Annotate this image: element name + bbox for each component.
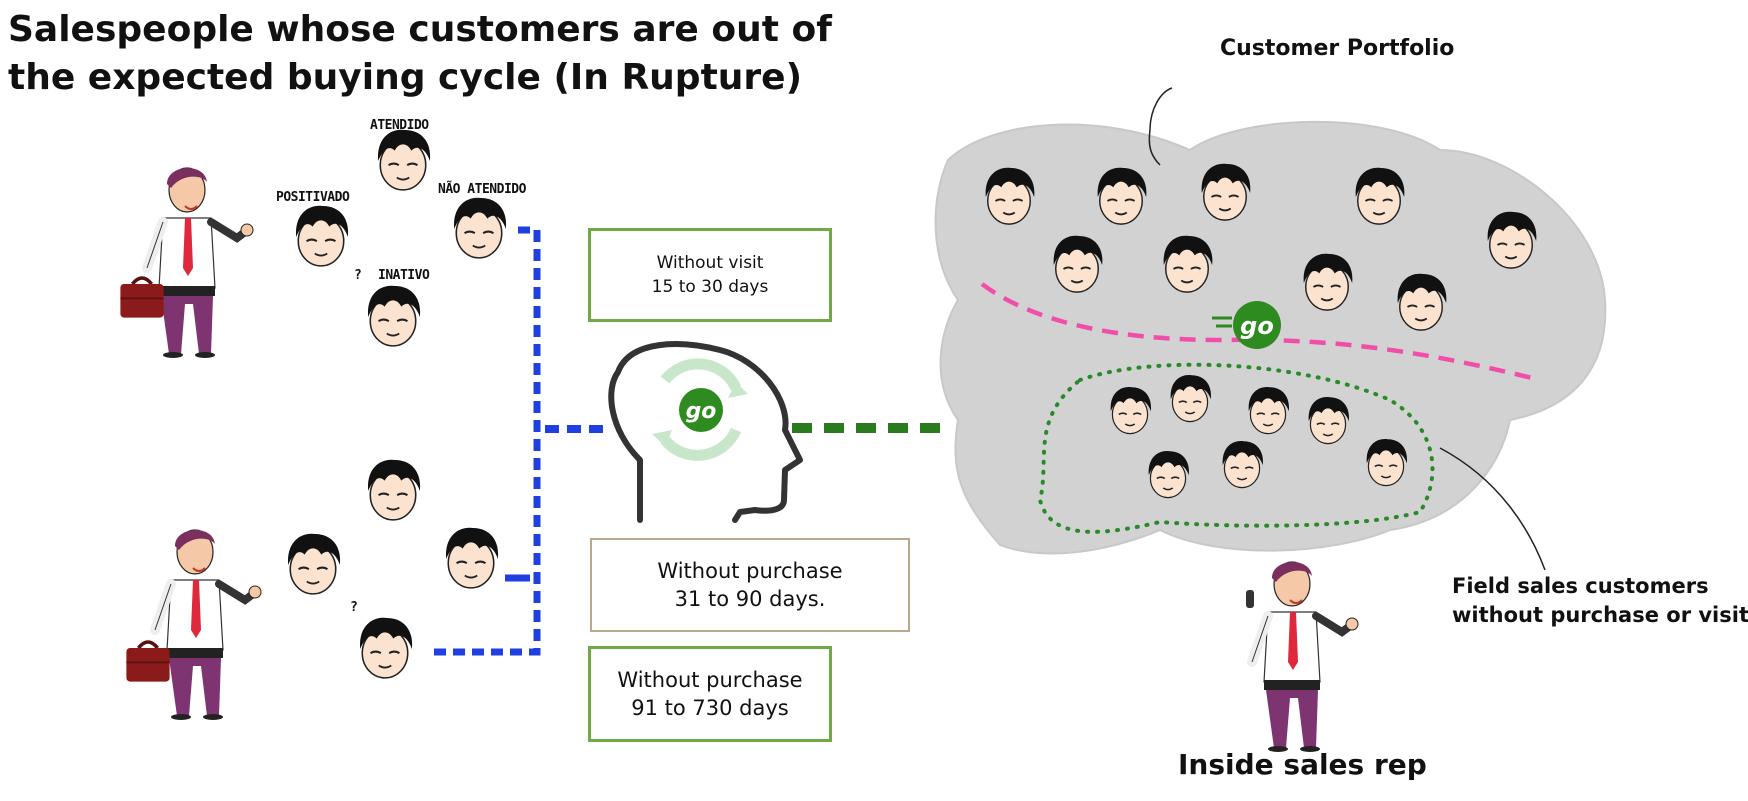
box-without-visit-line1: Without visit <box>656 253 764 273</box>
box-purchase-short-line2: 31 to 90 days. <box>674 587 826 611</box>
field-sales-label: Field sales customers without purchase o… <box>1452 572 1748 630</box>
svg-text:go: go <box>686 399 717 424</box>
portfolio-pointer-line <box>1148 87 1173 166</box>
customer-face <box>286 532 342 596</box>
box-purchase-short-line1: Without purchase <box>657 559 843 583</box>
status-label-inactive: INATIVO <box>378 268 430 283</box>
page-title: Salespeople whose customers are out of t… <box>8 6 832 102</box>
briefcase-icon <box>118 276 166 320</box>
status-label-not-attended: NÃO ATENDIDO <box>438 182 526 197</box>
question-mark-icon: ? <box>350 600 358 615</box>
go-logo-head: go <box>679 388 723 432</box>
customer-face <box>376 128 432 192</box>
svg-text:go: go <box>1240 312 1274 340</box>
box-without-purchase-31-90: Without purchase 31 to 90 days. <box>590 538 910 632</box>
title-line-1: Salespeople whose customers are out of <box>8 9 832 50</box>
box-without-purchase-91-730: Without purchase 91 to 730 days <box>588 646 832 742</box>
customer-face <box>358 616 414 680</box>
box-without-visit-line2: 15 to 30 days <box>651 277 769 297</box>
inside-sales-rep-label: Inside sales rep <box>1178 748 1427 781</box>
box-without-visit: Without visit 15 to 30 days <box>588 228 832 322</box>
box-purchase-long-line2: 91 to 730 days <box>631 696 789 720</box>
blue-connector-line <box>428 226 541 656</box>
inside-sales-rep-figure <box>1252 562 1358 752</box>
customer-face <box>366 284 422 348</box>
phone-icon <box>1246 590 1254 608</box>
status-label-attended: ATENDIDO <box>370 118 429 133</box>
field-sales-label-line1: Field sales customers <box>1452 574 1709 598</box>
go-logo-portfolio: go <box>1212 301 1281 349</box>
customer-face <box>294 204 350 268</box>
field-salesperson-1 <box>147 168 253 358</box>
customer-face <box>452 196 508 260</box>
pink-divider <box>980 282 1541 383</box>
customer-portfolio-label: Customer Portfolio <box>1220 36 1455 61</box>
status-label-positivated: POSITIVADO <box>276 190 350 205</box>
head-cycle-icon <box>608 341 803 523</box>
title-line-2: the expected buying cycle (In Rupture) <box>8 57 803 98</box>
customer-face <box>444 526 500 590</box>
field-sales-dotted-area <box>1037 362 1435 534</box>
field-sales-pointer-line <box>1439 447 1546 571</box>
briefcase-icon <box>124 640 172 684</box>
field-salesperson-2 <box>155 530 261 720</box>
question-mark-icon: ? <box>354 268 362 283</box>
customer-face <box>366 458 422 522</box>
box-purchase-long-line1: Without purchase <box>617 668 803 692</box>
field-sales-label-line2: without purchase or visit <box>1452 603 1748 627</box>
